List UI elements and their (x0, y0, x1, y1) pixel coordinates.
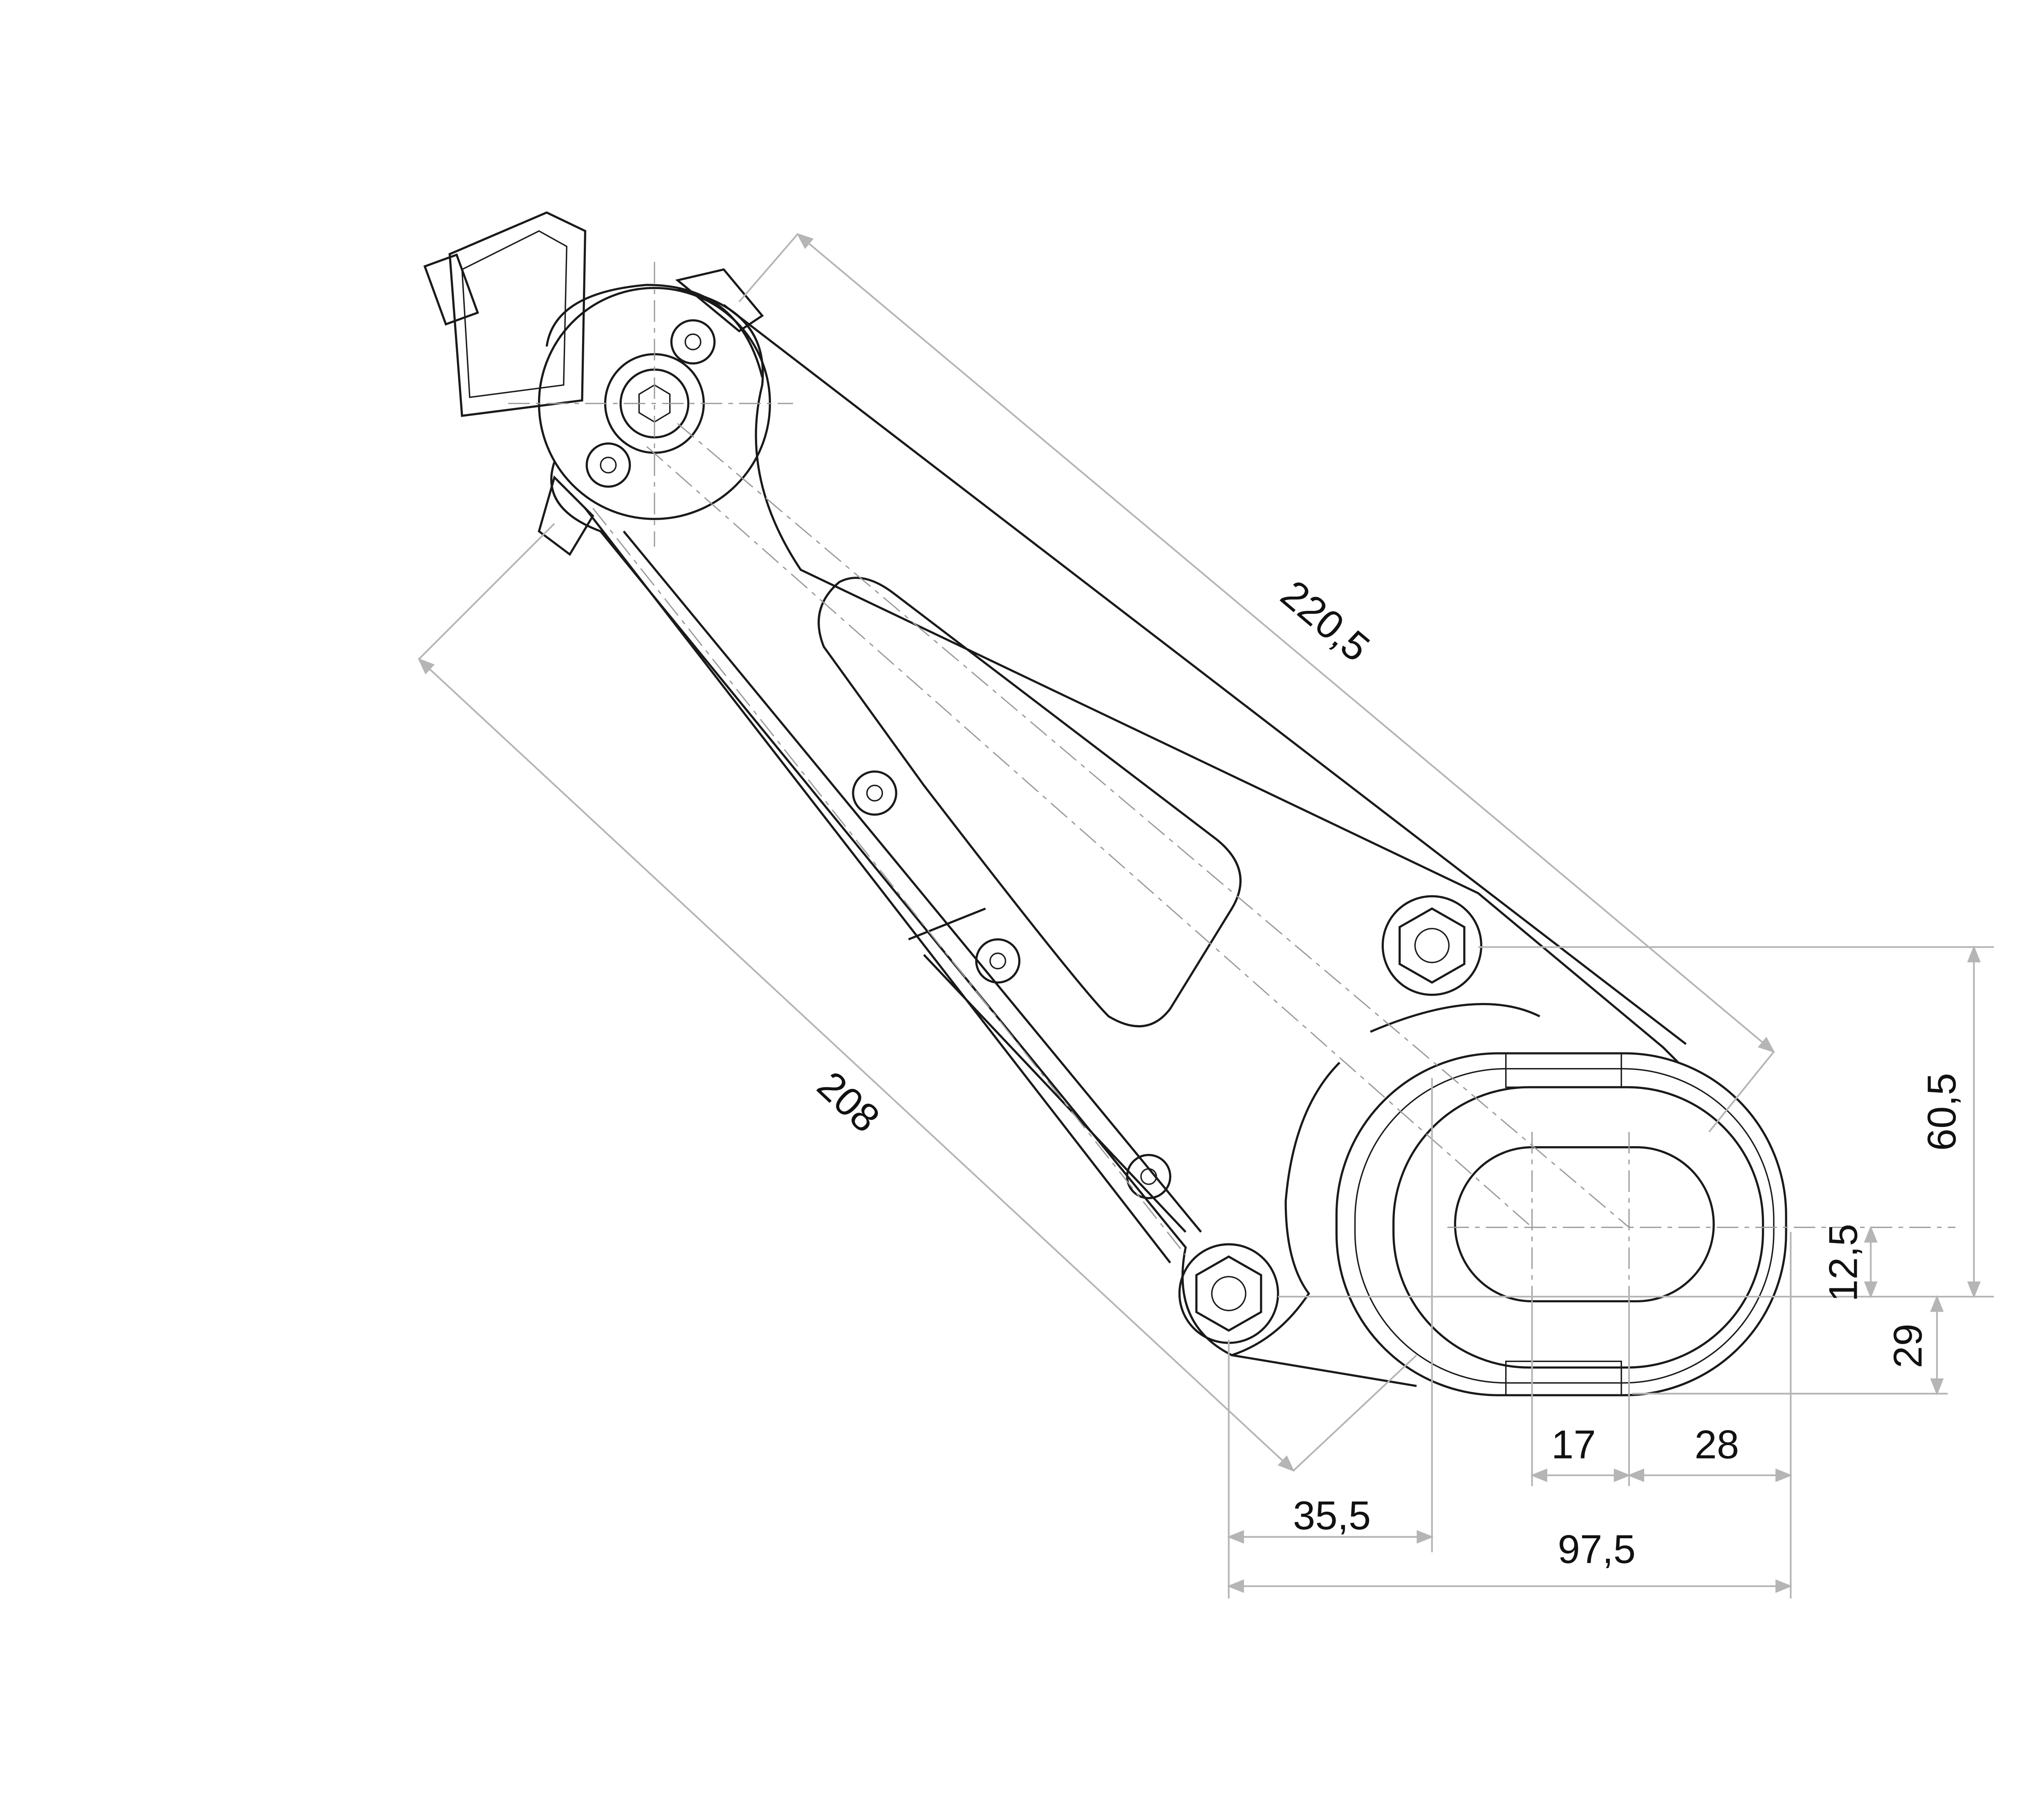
screws (852, 770, 1172, 1199)
dim-12-5: 12,5 (1820, 1224, 1865, 1302)
dim-97-5: 97,5 (1558, 1527, 1636, 1572)
dim-208: 208 (809, 1062, 888, 1141)
nut-upper (1381, 895, 1483, 996)
dim-60-5: 60,5 (1919, 1073, 1964, 1151)
dim-35-5: 35,5 (1293, 1493, 1371, 1538)
arm-cutout (818, 577, 1242, 1028)
dimension-lines (417, 233, 1994, 1599)
center-lines (508, 262, 1956, 1324)
pivot-housing (423, 211, 771, 556)
dim-29: 29 (1885, 1324, 1930, 1368)
oval-mount (1335, 1052, 1787, 1396)
dim-17: 17 (1551, 1422, 1596, 1467)
dim-28: 28 (1694, 1422, 1739, 1467)
dim-220-5: 220,5 (1273, 571, 1378, 670)
nut-lower (1178, 1243, 1279, 1344)
